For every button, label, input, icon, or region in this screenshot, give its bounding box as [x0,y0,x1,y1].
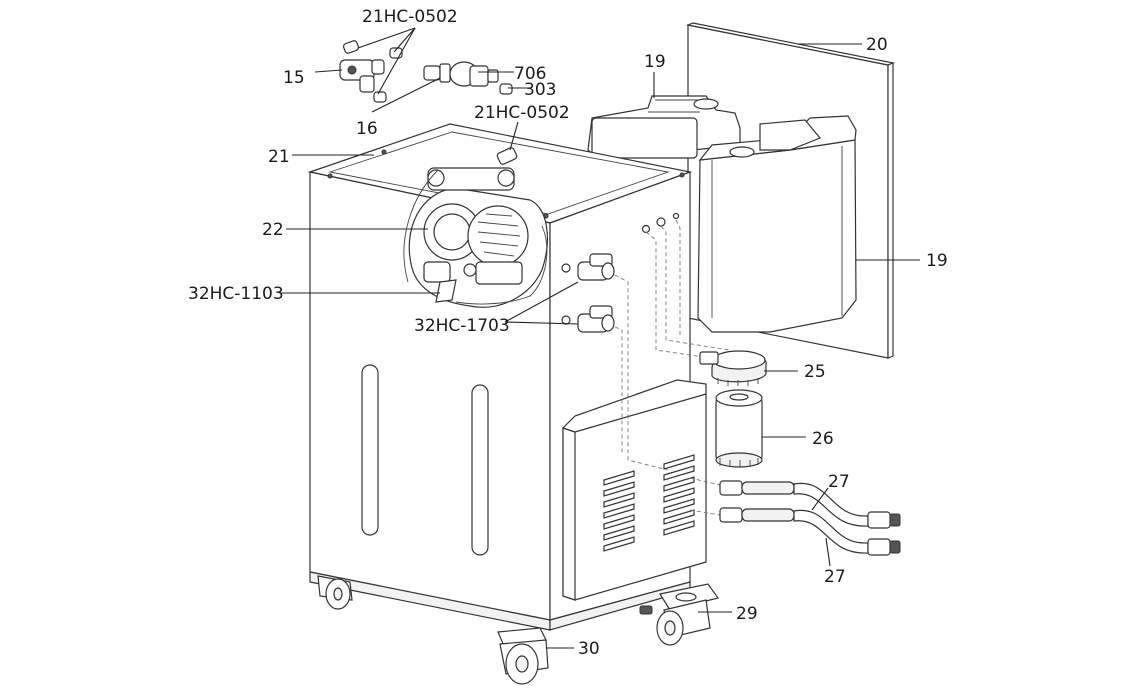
louver-slot [663,454,695,470]
louver-slot [663,476,695,492]
valves-32hc-1703 [577,253,615,333]
louver-slot [603,503,635,519]
lower-hose [719,507,901,556]
label-706: 706 [514,64,546,84]
louver-slot [603,470,635,486]
louver-slot [603,514,635,530]
label-15: 15 [283,68,305,88]
filter-head-25 [699,350,767,386]
label-32hc-1703: 32HC-1703 [414,316,510,336]
label-19-right: 19 [926,251,948,271]
label-27-bottom: 27 [824,567,846,587]
label-303: 303 [524,80,556,100]
label-29: 29 [736,604,758,624]
lower-valve [577,305,615,333]
fittings-21hc-0502 [342,40,518,165]
louver-slot [663,498,695,514]
label-22: 22 [262,220,284,240]
label-26: 26 [812,429,834,449]
rear-casters [317,575,353,610]
upper-valve [577,253,615,281]
label-21: 21 [268,147,290,167]
louver-slot [603,492,635,508]
hose-assemblies-27 [719,480,901,556]
rear-fluid-tank-19 [587,95,741,161]
label-30: 30 [578,639,600,659]
fitting-303 [499,83,513,95]
louver-slot [603,525,635,541]
louver-slot [663,487,695,503]
louver-slot [603,481,635,497]
louver-slot [663,520,695,536]
louver-slot [663,509,695,525]
pump-callout-bubble [403,169,548,305]
upper-hose [719,480,901,529]
leader-lines [280,27,920,649]
label-16: 16 [356,119,378,139]
label-32hc-1103: 32HC-1103 [188,284,284,304]
label-27-top: 27 [828,472,850,492]
routing-dashed-lines [614,219,731,516]
side-cover-panel [561,379,707,601]
front-fluid-tank-19 [697,115,857,333]
caster-30 [497,627,549,685]
tee-fitting-15 [339,59,385,93]
louver-slot [663,465,695,481]
caster-29 [639,583,720,646]
part-labels: 21HC-0502 15 16 706 303 21HC-0502 20 19 … [188,7,948,659]
label-19-top: 19 [644,52,666,72]
label-21hc-0502-top: 21HC-0502 [362,7,458,27]
label-25: 25 [804,362,826,382]
label-21hc-0502-mid: 21HC-0502 [474,103,570,123]
label-20: 20 [866,35,888,55]
regulator-706 [423,61,499,87]
diaphragm-pump-22 [408,167,548,308]
louver-slots [603,454,695,552]
louver-slot [603,536,635,552]
filter-element-26 [715,389,763,468]
